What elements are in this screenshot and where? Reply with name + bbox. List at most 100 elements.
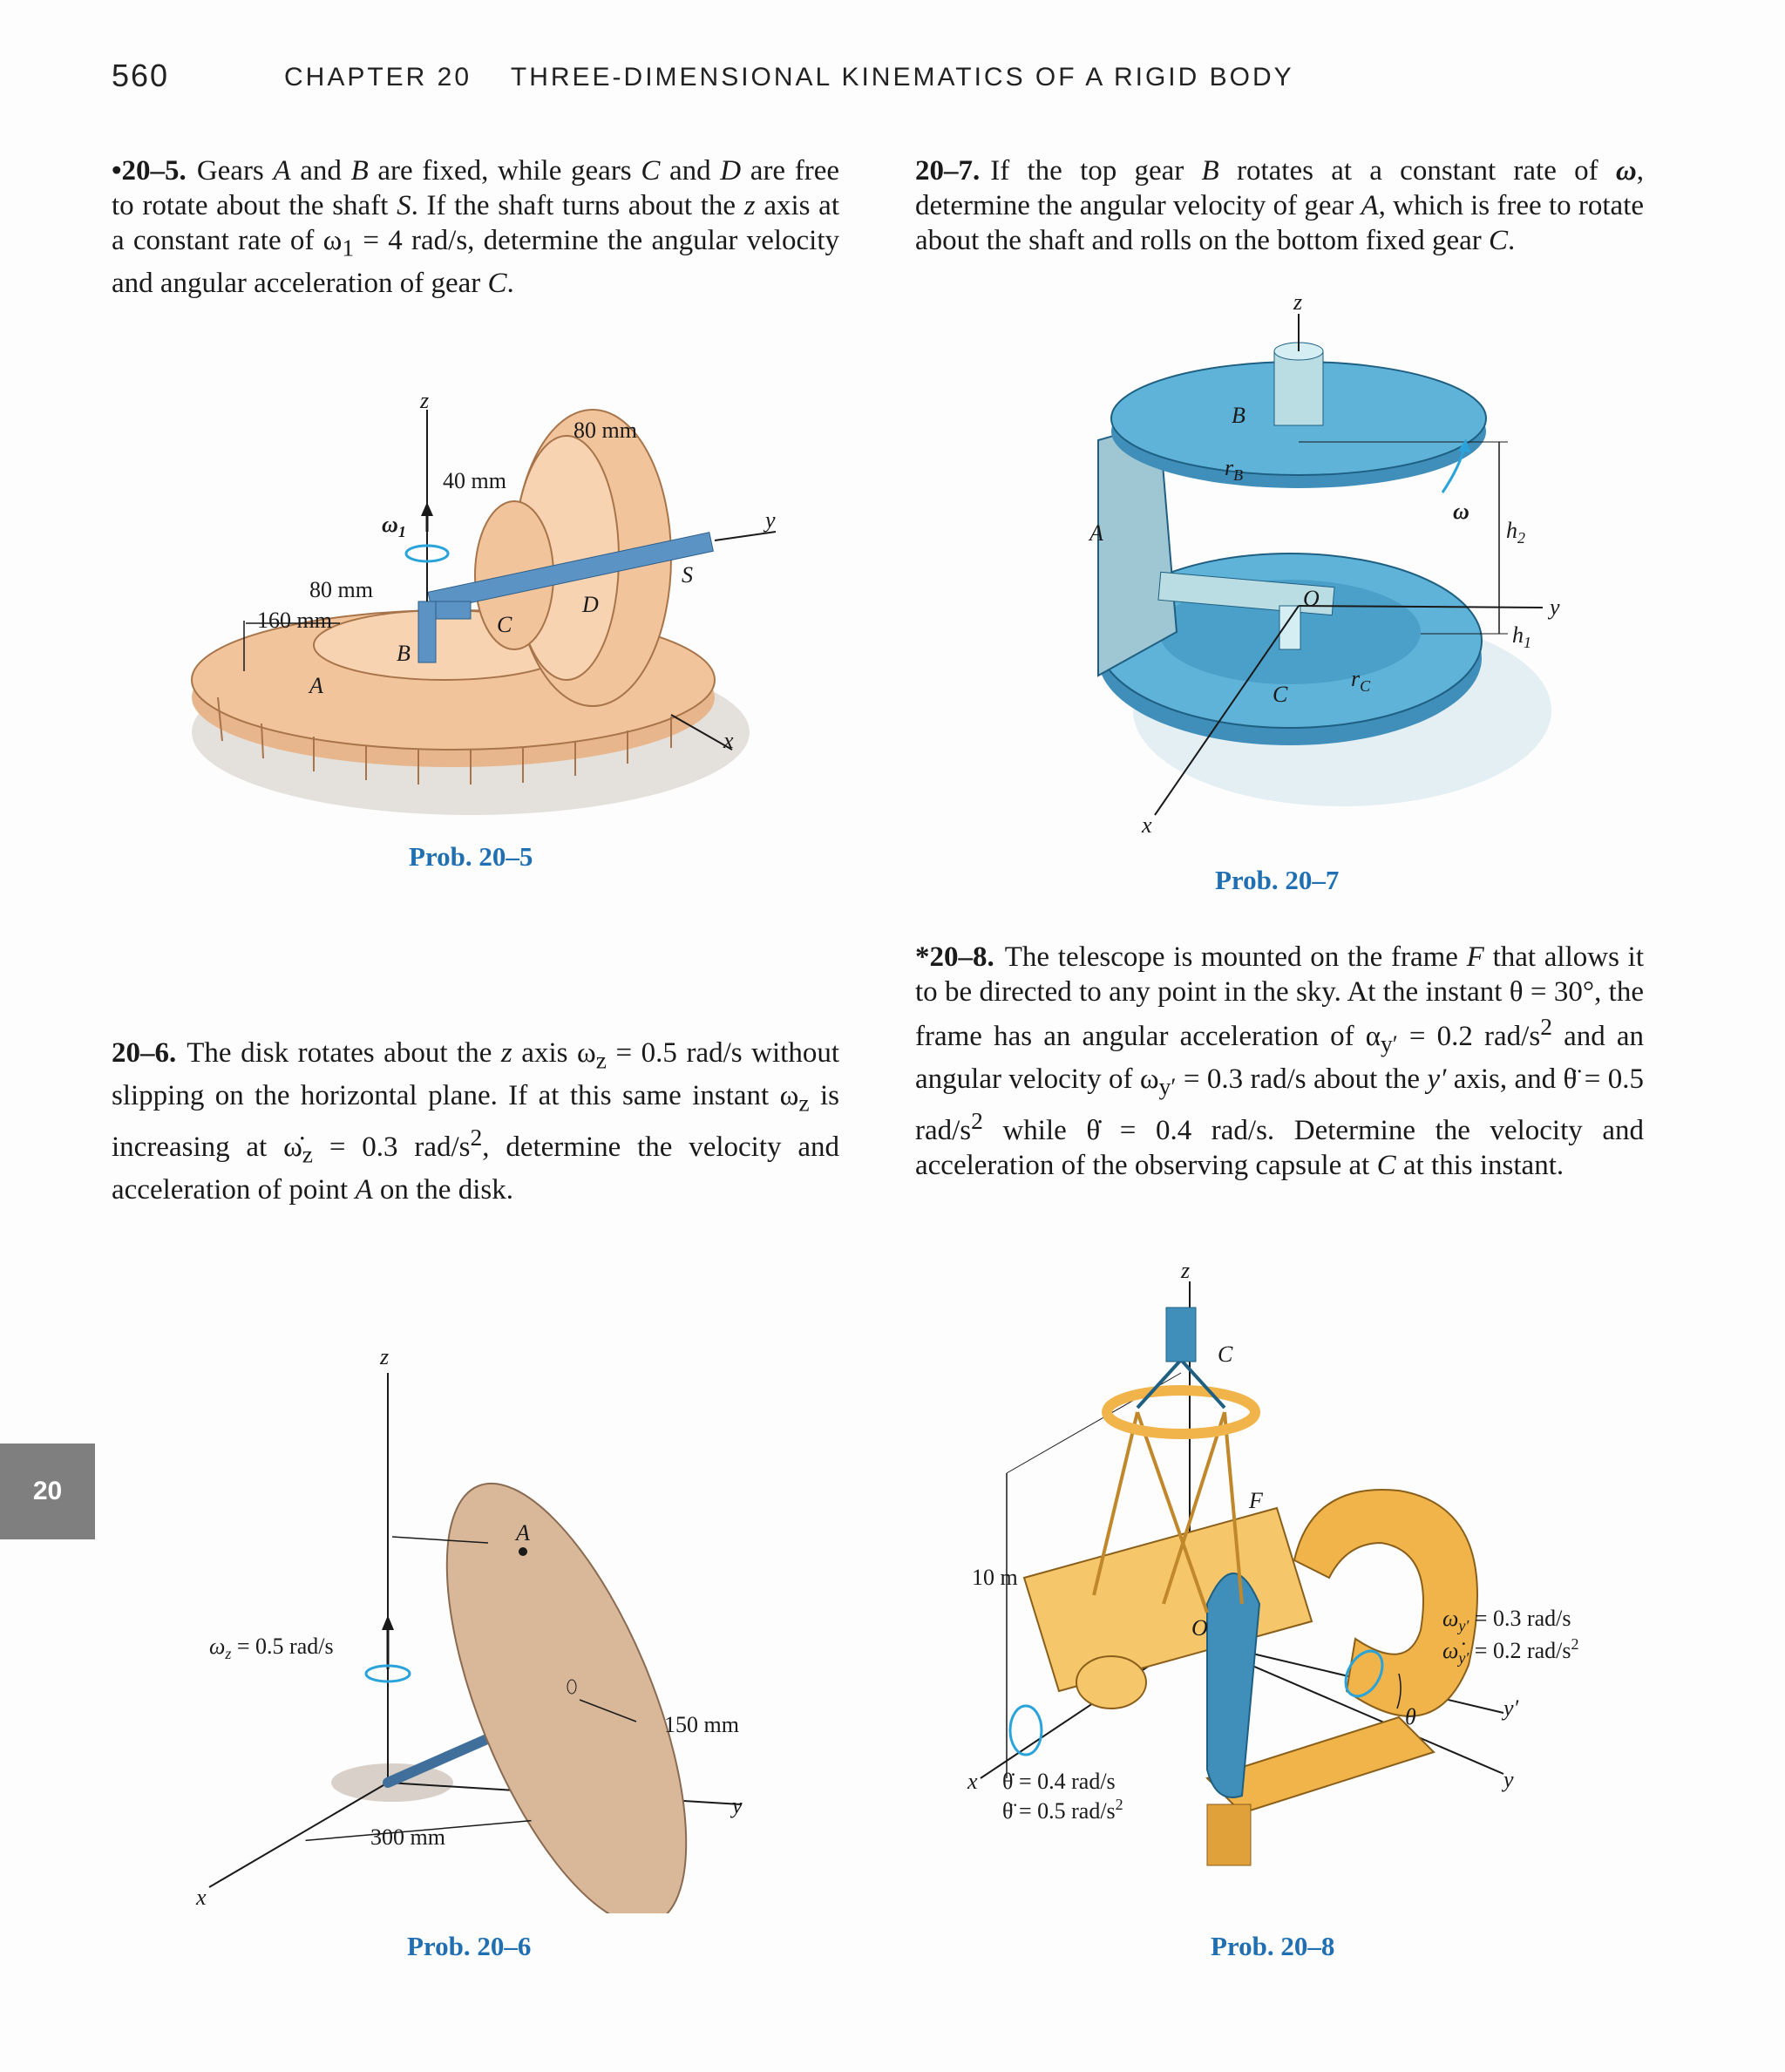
- label-omega: ω: [1453, 499, 1469, 524]
- problem-20-5: •20–5.Gears A and B are fixed, while gea…: [112, 153, 839, 301]
- problem-text: = 0.3 rad/s about the: [1176, 1063, 1428, 1095]
- problem-number: •20–5.: [112, 155, 187, 187]
- var-d: D: [720, 155, 742, 187]
- label-rb: rB: [1225, 455, 1243, 484]
- omega-yprime-label: ωy′ = 0.3 rad/s: [1442, 1606, 1571, 1634]
- axis-label-z: z: [1293, 292, 1302, 315]
- axis-label-x: x: [723, 728, 734, 753]
- superscript: 2: [1540, 1013, 1552, 1040]
- problem-text: axis at a constant rate of ω: [112, 190, 839, 256]
- dim-300mm: 300 mm: [370, 1824, 445, 1850]
- label-b: B: [397, 641, 411, 666]
- problem-number: *20–8.: [915, 941, 994, 973]
- label-o: O: [1303, 586, 1320, 611]
- axis-label-y: y: [1547, 594, 1560, 620]
- axis-label-yprime: y′: [1501, 1695, 1519, 1721]
- axis-label-x: x: [195, 1885, 207, 1910]
- problem-text: and: [660, 155, 721, 187]
- caption-20-8: Prob. 20–8: [1211, 1931, 1335, 1961]
- problem-text: Gears: [196, 155, 274, 187]
- chapter-label: Chapter 20: [284, 63, 472, 92]
- problem-20-6: 20–6. The disk rotates about the z axis ω…: [112, 1036, 839, 1207]
- label-a: A: [1088, 520, 1103, 546]
- theta-ddot-label: θ̈ = 0.5 rad/s2: [1002, 1796, 1123, 1824]
- caption-20-5: Prob. 20–5: [409, 841, 533, 872]
- problem-text: axis ω: [512, 1037, 596, 1069]
- problem-number: 20–7.: [915, 155, 981, 187]
- axis-label-z: z: [379, 1344, 389, 1369]
- problem-text: .: [506, 267, 514, 299]
- problem-text: = 0.2 rad/s: [1397, 1021, 1541, 1052]
- problem-text: rotates at a constant rate of: [1218, 155, 1616, 187]
- var-c: C: [487, 267, 507, 299]
- subscript: y′: [1158, 1072, 1177, 1100]
- dim-80mm-left: 80 mm: [309, 577, 373, 602]
- var-c: C: [1489, 225, 1509, 256]
- label-c: C: [1218, 1342, 1233, 1367]
- axis-label-z: z: [1180, 1258, 1190, 1283]
- var-b: B: [1201, 155, 1219, 187]
- subscript: y′: [1381, 1029, 1398, 1057]
- label-a: A: [514, 1520, 530, 1546]
- problem-text: is increasing at ω̇: [112, 1079, 839, 1164]
- dim-80mm-top: 80 mm: [574, 418, 637, 443]
- problem-text: axis, and θ̈ = 0.5 rad/s: [915, 1063, 1645, 1147]
- label-theta: θ: [1405, 1704, 1416, 1729]
- page-number: 560: [112, 58, 170, 93]
- problem-text: The telescope is mounted on the frame: [1004, 941, 1467, 973]
- problem-text: . If the shaft turns about the: [411, 190, 744, 221]
- axis-label-x: x: [1141, 812, 1152, 838]
- problem-text: , determine the angular velocity of gear: [915, 155, 1645, 221]
- label-b: B: [1232, 403, 1245, 428]
- axis-label-y: y: [763, 507, 776, 533]
- problem-text: on the disk.: [372, 1173, 513, 1206]
- label-h1: h1: [1512, 622, 1531, 651]
- axis-label-y: y: [730, 1793, 743, 1818]
- problem-text: are fixed, while gears: [368, 155, 641, 187]
- var-yprime: y′: [1427, 1063, 1447, 1095]
- problem-text: = 4 rad/s, determine the angular velocit…: [112, 225, 839, 299]
- var-a: A: [1361, 190, 1379, 221]
- subscript: 1: [342, 234, 355, 262]
- var-a: A: [355, 1173, 373, 1206]
- var-s: S: [397, 190, 411, 221]
- problem-text: The disk rotates about the: [187, 1037, 501, 1069]
- caption-20-7: Prob. 20–7: [1215, 865, 1340, 895]
- axis-label-z: z: [419, 388, 429, 413]
- telescope-diagram: z y y′ x C F O θ 10 m ωy′ = 0.3 rad/s ω̇…: [967, 1258, 1579, 1866]
- label-c: C: [1273, 682, 1288, 707]
- label-o: O: [1191, 1615, 1208, 1641]
- problem-text: and: [290, 155, 351, 187]
- problem-number: 20–6.: [112, 1037, 177, 1069]
- problem-text: , which is free to rotate about the shaf…: [915, 190, 1645, 256]
- var-a: A: [273, 155, 291, 187]
- theta-dot-label: θ̇ = 0.4 rad/s: [1002, 1769, 1116, 1794]
- figure-20-7: z y x A B C O rB rC ω h2 h1: [1072, 292, 1612, 841]
- chapter-title: Three-Dimensional Kinematics of a Rigid …: [510, 63, 1294, 92]
- figure-20-5: z y x S 80 mm 40 mm 80 mm 160 mm ω1 A B …: [183, 384, 845, 819]
- problem-text: at this instant.: [1395, 1150, 1564, 1182]
- omega1-label: ω1: [382, 512, 406, 540]
- problem-text: that allows it to be directed to any poi…: [915, 941, 1645, 1052]
- chapter-tab: 20: [0, 1444, 95, 1539]
- chapter-heading: Chapter 20 Three-Dimensional Kinematics …: [284, 63, 1294, 92]
- subscript: z: [302, 1140, 314, 1168]
- problem-text: = 0.5 rad/s without slipping on the hori…: [112, 1037, 839, 1111]
- label-rc: rC: [1351, 666, 1371, 695]
- problem-text: and an angular velocity of ω: [915, 1021, 1645, 1095]
- figure-20-6: z y x A ωz = 0.5 rad/s 150 mm 300 mm: [183, 1338, 776, 1913]
- label-h2: h2: [1506, 518, 1525, 547]
- var-c: C: [641, 155, 661, 187]
- subscript: z: [798, 1089, 810, 1117]
- problem-text: , determine the velocity and acceleratio…: [112, 1131, 839, 1206]
- var-omega: ω: [1615, 155, 1637, 187]
- caption-20-6: Prob. 20–6: [407, 1931, 532, 1961]
- disk-diagram: z y x A ωz = 0.5 rad/s 150 mm 300 mm: [195, 1344, 743, 1913]
- dim-150mm: 150 mm: [664, 1712, 739, 1737]
- gear-assembly-diagram: z y x S 80 mm 40 mm 80 mm 160 mm ω1 A B …: [191, 388, 777, 815]
- dim-40mm: 40 mm: [443, 468, 506, 493]
- problem-20-8: *20–8. The telescope is mounted on the fr…: [915, 940, 1644, 1183]
- var-z: z: [743, 190, 756, 221]
- problem-text: = 0.3 rad/s: [313, 1131, 471, 1164]
- dim-160mm: 160 mm: [257, 608, 332, 633]
